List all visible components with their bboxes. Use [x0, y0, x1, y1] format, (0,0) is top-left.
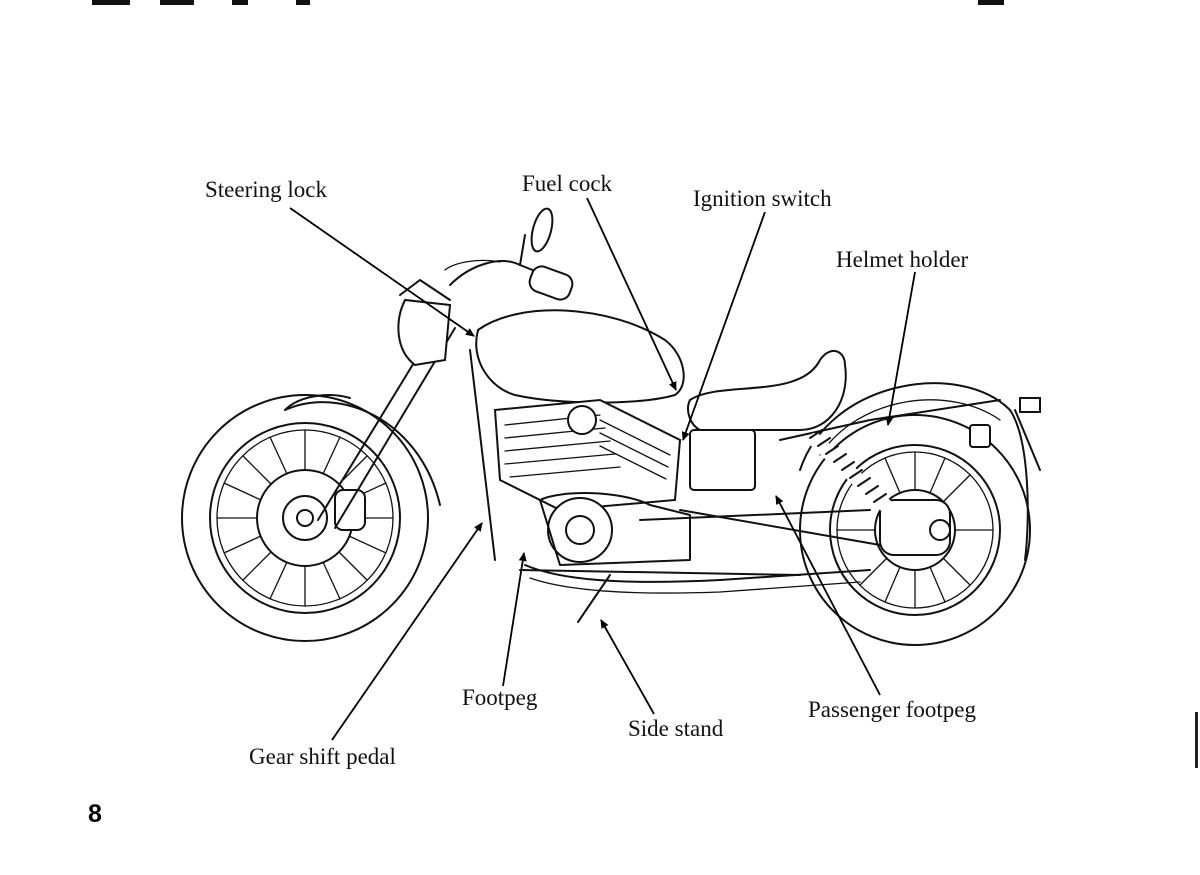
leader-ignition-switch [681, 211, 766, 441]
label-helmet-holder: Helmet holder [836, 247, 969, 272]
label-side-stand: Side stand [628, 716, 724, 741]
top-crop-marks [0, 0, 1200, 8]
fuel-tank [475, 309, 685, 404]
leader-lines [289, 197, 916, 741]
leader-footpeg [502, 552, 527, 687]
motorcycle-illustration [181, 207, 1041, 646]
leader-gear-shift-pedal [331, 522, 483, 741]
exhaust [524, 564, 871, 594]
rear-shock [808, 429, 892, 512]
page-number: 8 [88, 800, 102, 828]
seat [687, 350, 847, 431]
label-steering-lock: Steering lock [205, 177, 327, 202]
page-edge-mark [1195, 712, 1198, 768]
leader-side-stand [600, 619, 655, 715]
leader-passenger-footpeg [775, 495, 881, 696]
rear-wheel [799, 382, 1031, 646]
frame [469, 349, 1001, 576]
handlebars [444, 207, 574, 301]
leader-fuel-cock [586, 197, 677, 391]
leader-helmet-holder [885, 271, 916, 426]
label-gear-shift-pedal: Gear shift pedal [249, 744, 396, 769]
label-passenger-footpeg: Passenger footpeg [808, 697, 976, 722]
label-fuel-cock: Fuel cock [522, 171, 613, 196]
label-ignition-switch: Ignition switch [693, 186, 832, 211]
side-stand-part [577, 574, 611, 623]
rear-turn-signals [969, 397, 1041, 471]
front-wheel [181, 394, 441, 642]
front-fork [317, 279, 456, 529]
leader-steering-lock [289, 207, 475, 337]
label-footpeg: Footpeg [462, 685, 538, 710]
engine [493, 398, 756, 566]
